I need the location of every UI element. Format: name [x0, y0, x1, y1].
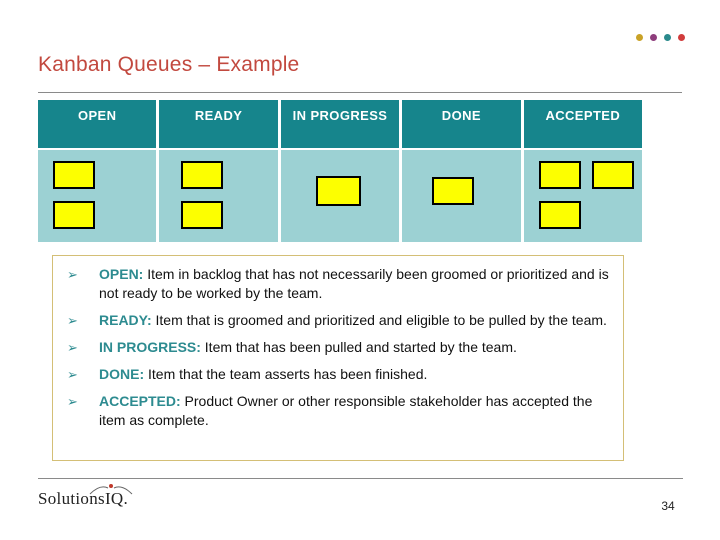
- accent-dot-teal-icon: [664, 34, 671, 41]
- column-cell-accepted: [523, 150, 642, 242]
- definition-item-done: ➢ DONE: Item that the team asserts has b…: [65, 365, 609, 384]
- arrow-bullet-icon: ➢: [67, 267, 78, 282]
- definition-term: ACCEPTED:: [99, 393, 181, 409]
- definitions-box: ➢ OPEN: Item in backlog that has not nec…: [52, 255, 624, 461]
- title-divider: [38, 92, 682, 93]
- definition-desc: Item that is groomed and prioritized and…: [151, 312, 607, 328]
- definition-desc: Product Owner or other responsible stake…: [99, 393, 593, 428]
- kanban-card: [181, 161, 224, 189]
- definition-term: READY:: [99, 312, 152, 328]
- logo-text: SolutionsIQ.: [38, 489, 129, 508]
- kanban-card: [181, 201, 224, 229]
- kanban-card: [538, 161, 581, 189]
- arrow-bullet-icon: ➢: [67, 340, 78, 355]
- definition-desc: Item in backlog that has not necessarily…: [99, 266, 609, 301]
- definition-term: DONE:: [99, 366, 145, 382]
- definition-text: OPEN: Item in backlog that has not neces…: [99, 265, 609, 303]
- definition-item-accepted: ➢ ACCEPTED: Product Owner or other respo…: [65, 392, 609, 430]
- definition-text: ACCEPTED: Product Owner or other respons…: [99, 392, 609, 430]
- logo-arc-icon: [89, 484, 133, 495]
- definition-item-open: ➢ OPEN: Item in backlog that has not nec…: [65, 265, 609, 303]
- column-cell-ready: [159, 150, 278, 242]
- accent-dot-gold-icon: [636, 34, 643, 41]
- kanban-card: [53, 201, 95, 229]
- kanban-table: OPEN READY IN PROGRESS DONE ACCEPTED: [38, 100, 642, 242]
- footer-divider: [38, 478, 683, 479]
- kanban-card: [432, 177, 475, 205]
- kanban-card: [315, 176, 361, 206]
- kanban-card: [591, 161, 634, 189]
- kanban-card: [53, 161, 95, 189]
- definition-text: DONE: Item that the team asserts has bee…: [99, 365, 609, 384]
- definition-term: IN PROGRESS:: [99, 339, 201, 355]
- definition-desc: Item that the team asserts has been fini…: [144, 366, 428, 382]
- column-header-done: DONE: [402, 100, 521, 148]
- arrow-bullet-icon: ➢: [67, 367, 78, 382]
- arrow-bullet-icon: ➢: [67, 313, 78, 328]
- solutionsiq-logo: SolutionsIQ.: [38, 484, 133, 509]
- column-header-accepted: ACCEPTED: [523, 100, 642, 148]
- column-header-in-progress: IN PROGRESS: [280, 100, 400, 148]
- definition-desc: Item that has been pulled and started by…: [200, 339, 517, 355]
- definition-item-in-progress: ➢ IN PROGRESS: Item that has been pulled…: [65, 338, 609, 357]
- column-cell-open: [38, 150, 157, 242]
- page-number: 34: [661, 499, 675, 513]
- column-header-ready: READY: [159, 100, 278, 148]
- column-cell-done: [402, 150, 521, 242]
- kanban-card: [538, 201, 581, 229]
- slide-title: Kanban Queues – Example: [38, 53, 300, 76]
- definition-item-ready: ➢ READY: Item that is groomed and priori…: [65, 311, 609, 330]
- accent-dot-purple-icon: [650, 34, 657, 41]
- definition-term: OPEN:: [99, 266, 144, 282]
- arrow-bullet-icon: ➢: [67, 394, 78, 409]
- accent-dot-red-icon: [678, 34, 685, 41]
- column-header-open: OPEN: [38, 100, 157, 148]
- column-cell-in-progress: [280, 150, 400, 242]
- accent-dots: [636, 34, 685, 41]
- definition-text: IN PROGRESS: Item that has been pulled a…: [99, 338, 609, 357]
- definition-text: READY: Item that is groomed and prioriti…: [99, 311, 609, 330]
